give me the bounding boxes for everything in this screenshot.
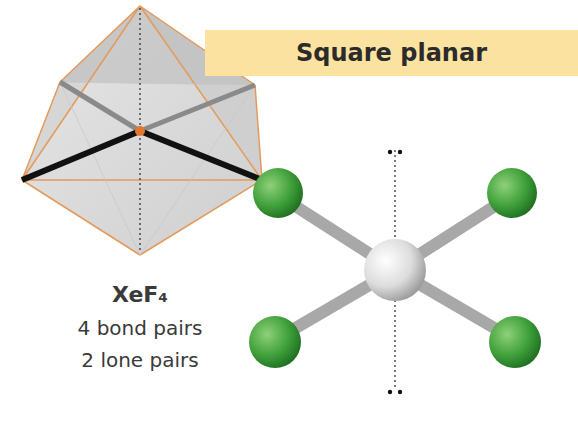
- fluorine-atom: [487, 168, 537, 218]
- fluorine-atom: [249, 316, 301, 368]
- fluorine-atom: [253, 168, 303, 218]
- center-atom-dot: [135, 126, 145, 136]
- ball-and-stick-model: [249, 150, 541, 394]
- bond-line: [140, 131, 262, 180]
- xenon-atom: [364, 239, 426, 301]
- title-banner: Square planar: [205, 30, 578, 76]
- banner-title: Square planar: [296, 39, 487, 67]
- bond-line: [22, 131, 140, 180]
- bond-sticks: [275, 195, 515, 340]
- bond-line: [60, 82, 140, 131]
- formula-label: XeF₄: [112, 282, 168, 307]
- note-label: 2 lone pairs: [81, 348, 198, 372]
- fluorine-atom: [489, 316, 541, 368]
- octahedron-face: [22, 6, 140, 180]
- bond-line: [140, 85, 255, 131]
- note-label: 4 bond pairs: [78, 316, 203, 340]
